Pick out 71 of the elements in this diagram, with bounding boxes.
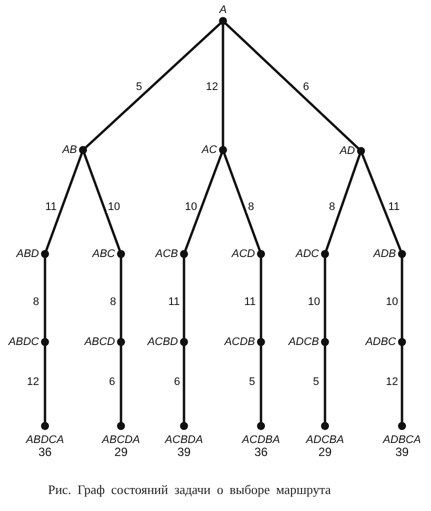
tree-edge (84, 22, 222, 149)
state-label: ADBC (365, 336, 396, 348)
tree-edge (222, 24, 224, 147)
edge-label: 10 (384, 296, 400, 308)
tree-edge (224, 22, 360, 150)
state-label: ACDBA (242, 434, 280, 446)
route-cost: 29 (318, 446, 332, 459)
state-label: ADB (373, 248, 396, 260)
edge-label: 6 (108, 376, 116, 388)
edge-label: 11 (243, 296, 257, 308)
state-label: A (219, 4, 227, 16)
tree-edge (120, 345, 122, 423)
state-label: ABDC (8, 336, 39, 348)
edge-label: 5 (312, 376, 320, 388)
edge-label: 11 (167, 296, 181, 308)
edge-label: 11 (44, 201, 58, 213)
edge-label: 8 (246, 201, 256, 213)
tree-edge (184, 152, 224, 252)
state-label: ADBCA (383, 434, 421, 446)
state-label: ABCDA (102, 434, 140, 446)
state-label: AD (340, 145, 355, 157)
edge-label: 12 (204, 81, 220, 93)
state-label: ACD (232, 248, 255, 260)
edge-label: 6 (302, 81, 310, 93)
edge-label: 10 (106, 201, 122, 213)
edge-label: 10 (184, 201, 198, 213)
state-label: ABD (16, 248, 39, 260)
route-cost: 36 (38, 446, 52, 459)
figure-caption: Рис. Граф состояний задачи о выборе маршрута (48, 482, 332, 498)
tree-edge (120, 257, 122, 339)
edge-label: 12 (26, 376, 40, 388)
tree-edge (182, 345, 186, 423)
tree-edge (82, 152, 122, 252)
tree-edge (222, 152, 262, 252)
tree-edge (260, 257, 262, 339)
tree-edge (360, 153, 402, 252)
tree-edge (182, 257, 186, 339)
state-label: ADC (296, 248, 319, 260)
state-label: ACDB (224, 336, 255, 348)
edge-label: 12 (384, 376, 400, 388)
route-cost: 39 (177, 446, 191, 459)
state-label: ACBDA (165, 434, 203, 446)
edge-label: 5 (134, 81, 144, 93)
route-cost: 39 (395, 446, 409, 459)
edge-label: 6 (172, 376, 182, 388)
edge-label: 8 (328, 201, 336, 213)
edge-label: 8 (32, 296, 40, 308)
state-label: AC (202, 144, 217, 156)
state-label: ACBD (147, 336, 178, 348)
tree-edge (260, 345, 262, 423)
tree-edge (324, 345, 326, 423)
edge-label: 11 (387, 201, 401, 213)
tree-edge (44, 345, 46, 423)
tree-edge (324, 153, 362, 252)
state-label: ABC (92, 248, 115, 260)
state-label: ABDCA (26, 434, 64, 446)
edge-label: 5 (248, 376, 256, 388)
route-cost: 36 (254, 446, 268, 459)
state-label: ABCD (84, 336, 115, 348)
route-cost: 29 (114, 446, 128, 459)
edge-label: 8 (108, 296, 118, 308)
state-label: AB (62, 144, 77, 156)
tree-edge (400, 345, 404, 423)
tree-edge (400, 257, 404, 339)
tree-edge (44, 152, 84, 252)
state-label: ADCB (288, 336, 319, 348)
state-label: ACB (155, 248, 178, 260)
tree-edge (324, 257, 326, 339)
edge-label: 10 (306, 296, 322, 308)
state-label: ADCBA (306, 434, 344, 446)
tree-edge (44, 257, 46, 339)
